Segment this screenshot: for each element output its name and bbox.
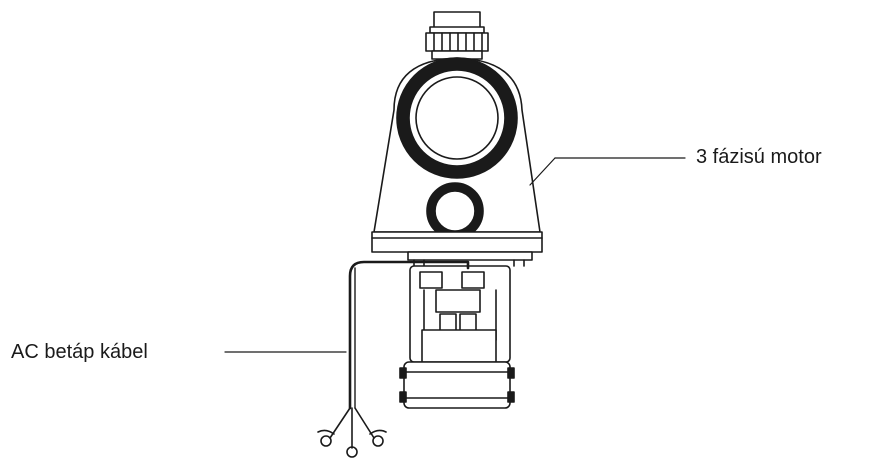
- base-plate: [371, 231, 543, 267]
- cable-callout-label: AC betáp kábel: [11, 341, 148, 363]
- motor-callout-label: 3 fázisú motor: [696, 146, 822, 168]
- main-window: [396, 57, 518, 179]
- lower-motor: [399, 361, 515, 409]
- lower-port: [426, 182, 484, 240]
- ring-terminals: [317, 429, 387, 458]
- gear-motor: [409, 265, 511, 363]
- top-cap: [425, 11, 489, 60]
- motor-leader-line: [529, 157, 556, 186]
